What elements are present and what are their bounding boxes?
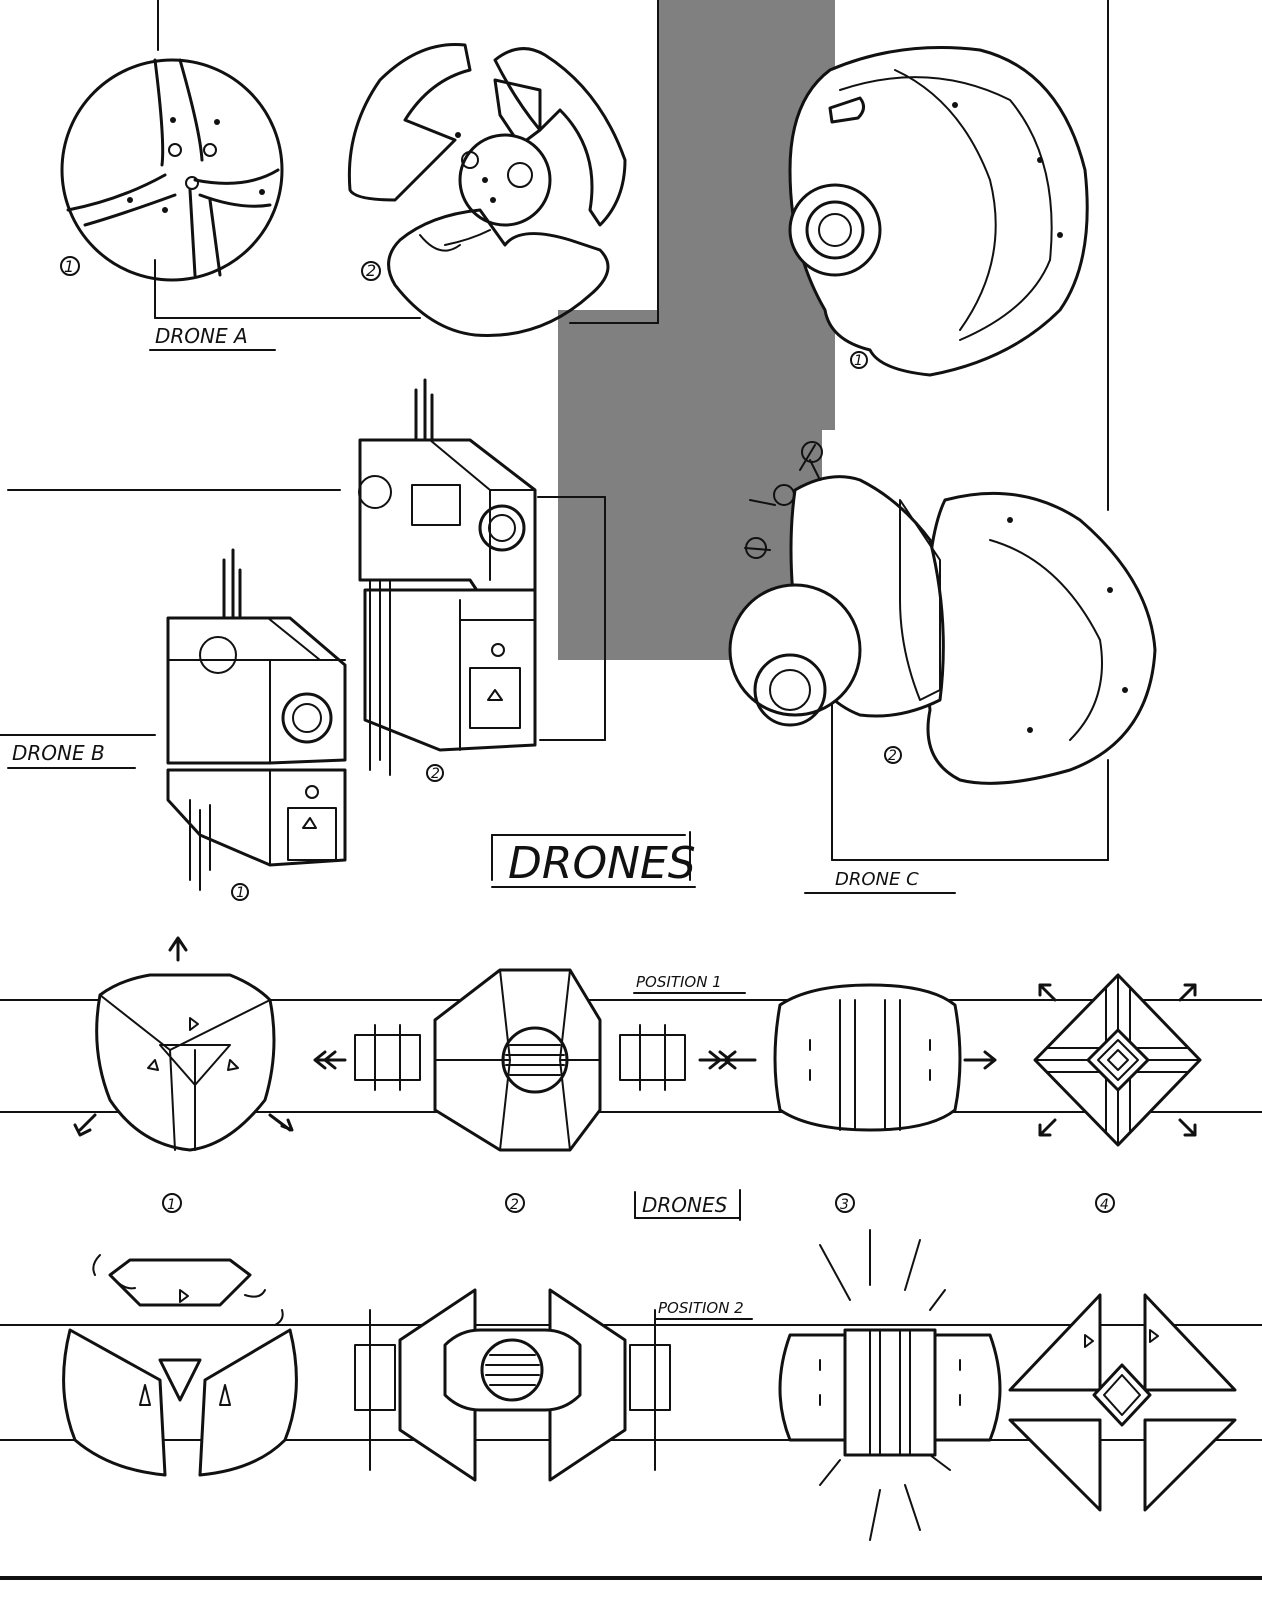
lineup-number-4: 4: [1100, 1197, 1109, 1213]
drone-b-view-2-number: 2: [431, 766, 440, 782]
lineup-drone-4-position-1: [1033, 973, 1202, 1147]
drone-a-view-2: [347, 42, 627, 337]
drone-b-label: DRONE B: [12, 741, 105, 765]
drone-c-view-1-number: 1: [854, 353, 863, 369]
drone-c-view-1: [788, 46, 1089, 377]
drone-a-label: DRONE A: [155, 324, 248, 348]
lineup-title: DRONES: [642, 1193, 728, 1217]
lineup-number-2: 2: [510, 1197, 519, 1213]
position-1-label: POSITION 1: [636, 973, 722, 991]
drone-c-label: DRONE C: [835, 869, 919, 890]
frame-lines: [0, 0, 1109, 861]
lineup-drone-1-position-1: [73, 936, 294, 1152]
lineup-drone-2-position-1: [313, 968, 732, 1152]
drone-b-view-1: [166, 548, 347, 891]
drone-a-view-1-number: 1: [64, 257, 74, 276]
drone-c-view-2: [728, 441, 1157, 785]
drone-c-view-2-number: 2: [888, 748, 897, 764]
sheet-title: DRONES: [508, 838, 696, 889]
lineup-drone-3-position-1: [723, 983, 997, 1132]
position-2-label: POSITION 2: [658, 1299, 744, 1317]
lineup-drone-3-position-2: [778, 1229, 1002, 1541]
lineup-drone-1-position-2: [62, 1254, 298, 1477]
drone-a-view-2-number: 2: [366, 261, 376, 280]
lineup-drone-4-position-2: [1008, 1293, 1237, 1512]
lineup-number-1: 1: [167, 1197, 176, 1213]
sheet-title-box: [491, 831, 696, 888]
drone-a-view-1: [60, 58, 284, 282]
drone-b-view-2: [358, 378, 537, 776]
lineup-drone-2-position-2: [354, 1288, 671, 1482]
lineup-number-3: 3: [840, 1197, 849, 1213]
drone-b-view-1-number: 1: [236, 885, 245, 901]
